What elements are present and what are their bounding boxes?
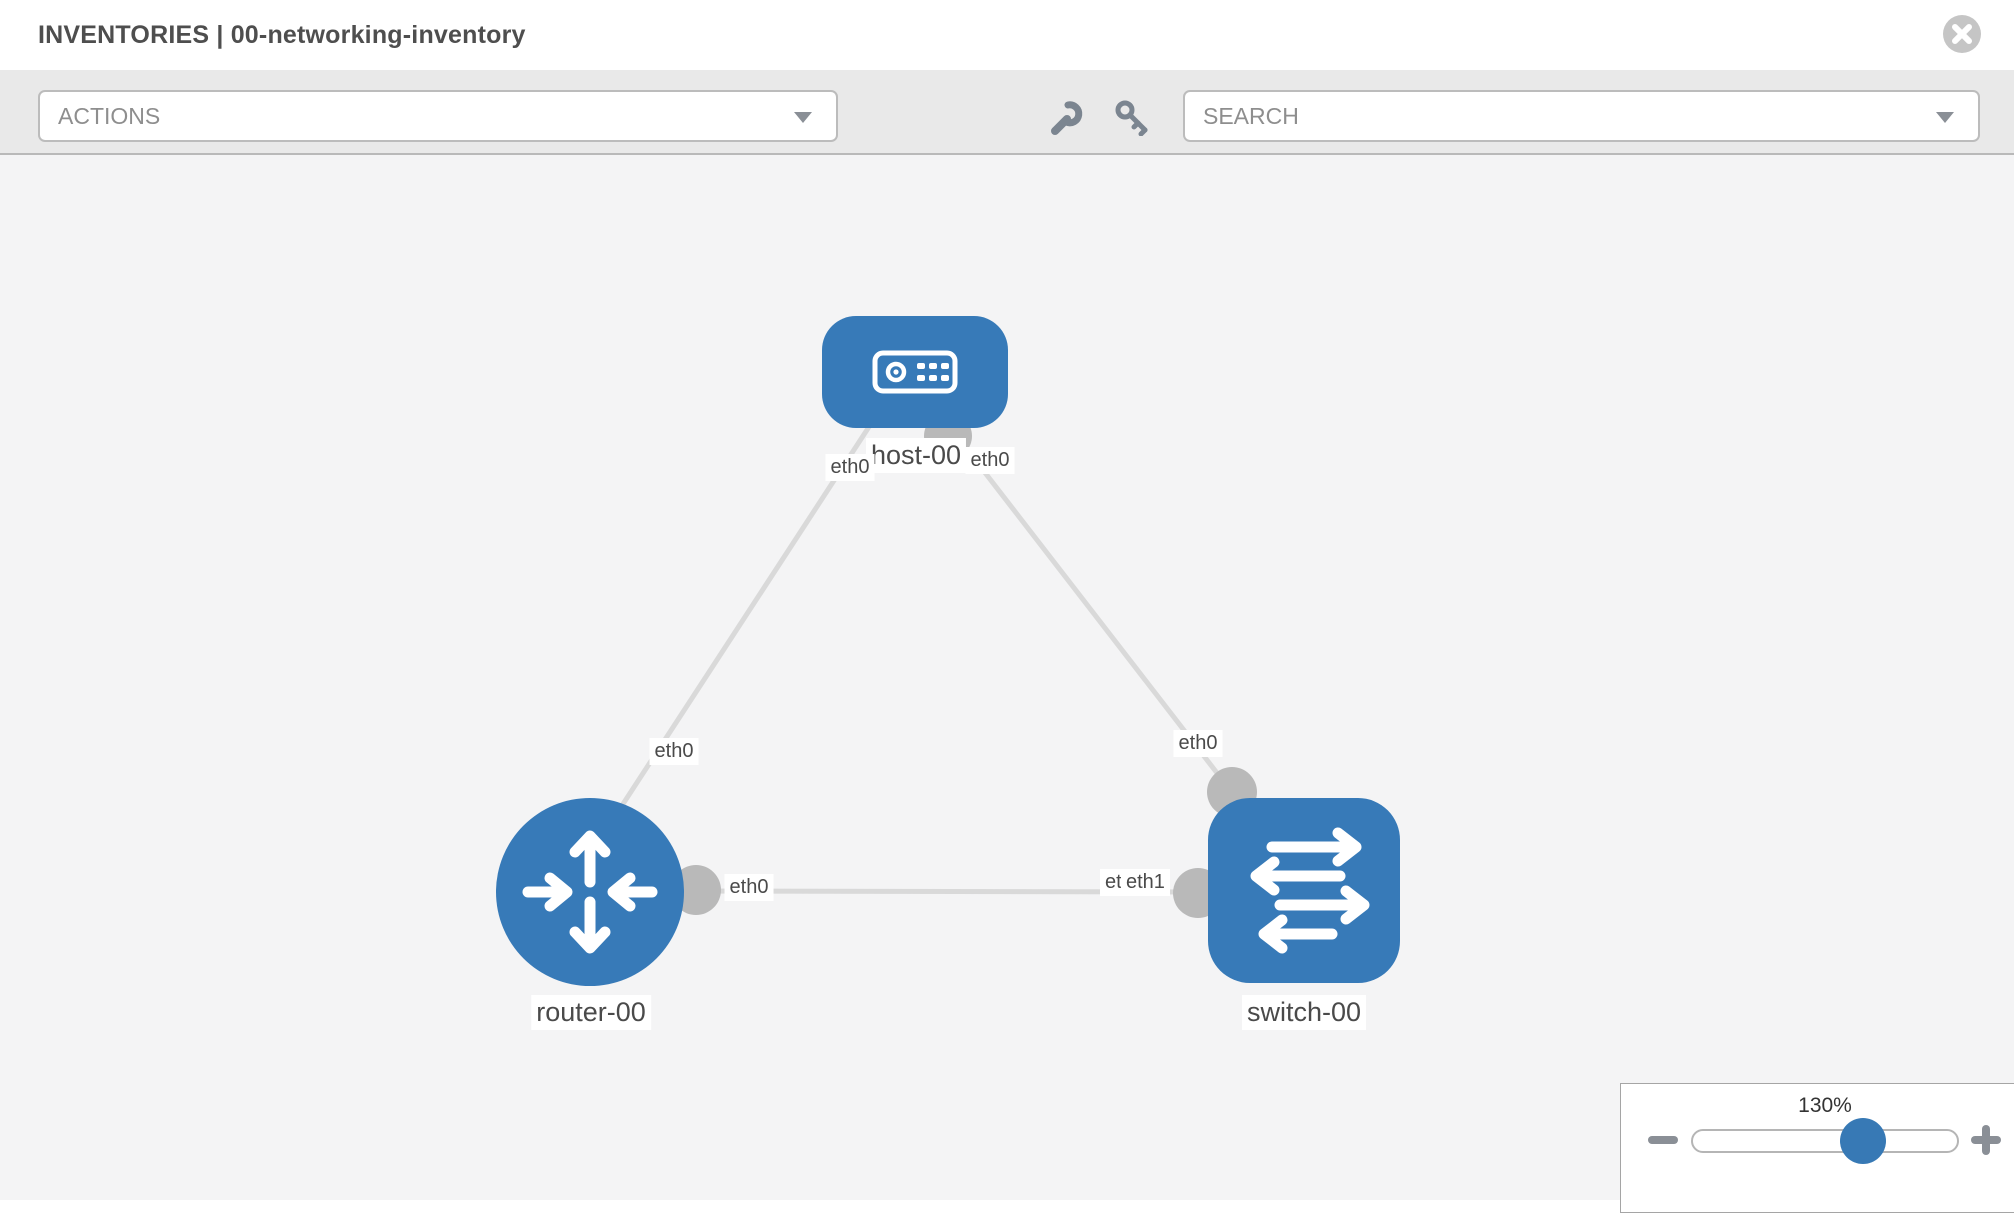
zoom-slider-thumb[interactable] (1840, 1118, 1886, 1164)
search-dropdown-label: SEARCH (1203, 103, 1299, 129)
interface-dots (671, 412, 1257, 918)
panel-header: INVENTORIES | 00-networking-inventory (0, 0, 2014, 70)
node-label-switch[interactable]: switch-00 (1241, 995, 1367, 1030)
iface-label-host-router-link: eth0 (649, 738, 699, 765)
node-label-router[interactable]: router-00 (531, 995, 651, 1030)
iface-label-host-left: eth0 (825, 454, 875, 481)
close-button[interactable] (1942, 14, 1982, 54)
iface-label-host-right: eth0 (965, 447, 1015, 474)
actions-dropdown-label: ACTIONS (58, 103, 161, 129)
iface-label-host-switch-link: eth0 (1173, 730, 1223, 757)
zoom-slider-track[interactable] (1691, 1129, 1959, 1153)
switch-icon (1250, 827, 1370, 954)
interface-dot-router[interactable] (671, 865, 721, 915)
wrench-icon (1051, 101, 1083, 135)
topology-canvas[interactable]: host-00 router-00 switch-00 eth0 eth0 et… (0, 155, 2014, 1200)
link-lines (605, 411, 1236, 895)
node-switch[interactable] (1208, 798, 1400, 983)
iface-label-router-end: eth0 (724, 874, 774, 901)
node-router[interactable] (496, 798, 684, 986)
chevron-down-icon (1936, 112, 1954, 123)
toolbar: ACTIONS SEARCH (0, 70, 2014, 155)
actions-dropdown[interactable]: ACTIONS (38, 90, 838, 142)
node-label-host[interactable]: host-00 (865, 438, 967, 473)
zoom-out-button[interactable] (1648, 1136, 1678, 1146)
router-icon (522, 830, 658, 954)
host-icon (872, 350, 958, 394)
search-dropdown[interactable]: SEARCH (1183, 90, 1980, 142)
zoom-level-value: 130% (1798, 1094, 1852, 1117)
node-host[interactable] (822, 316, 1008, 428)
configure-button[interactable] (1048, 98, 1086, 136)
minus-icon (1648, 1136, 1678, 1144)
key-icon (1115, 100, 1148, 137)
zoom-in-button[interactable] (1971, 1125, 2001, 1155)
iface-label-switch-end: eth1 (1121, 869, 1170, 896)
zoom-widget: 130% (1620, 1083, 2014, 1213)
close-icon (1943, 15, 1981, 53)
credentials-button[interactable] (1113, 98, 1151, 137)
page-title: INVENTORIES | 00-networking-inventory (38, 21, 526, 49)
chevron-down-icon (794, 112, 812, 123)
